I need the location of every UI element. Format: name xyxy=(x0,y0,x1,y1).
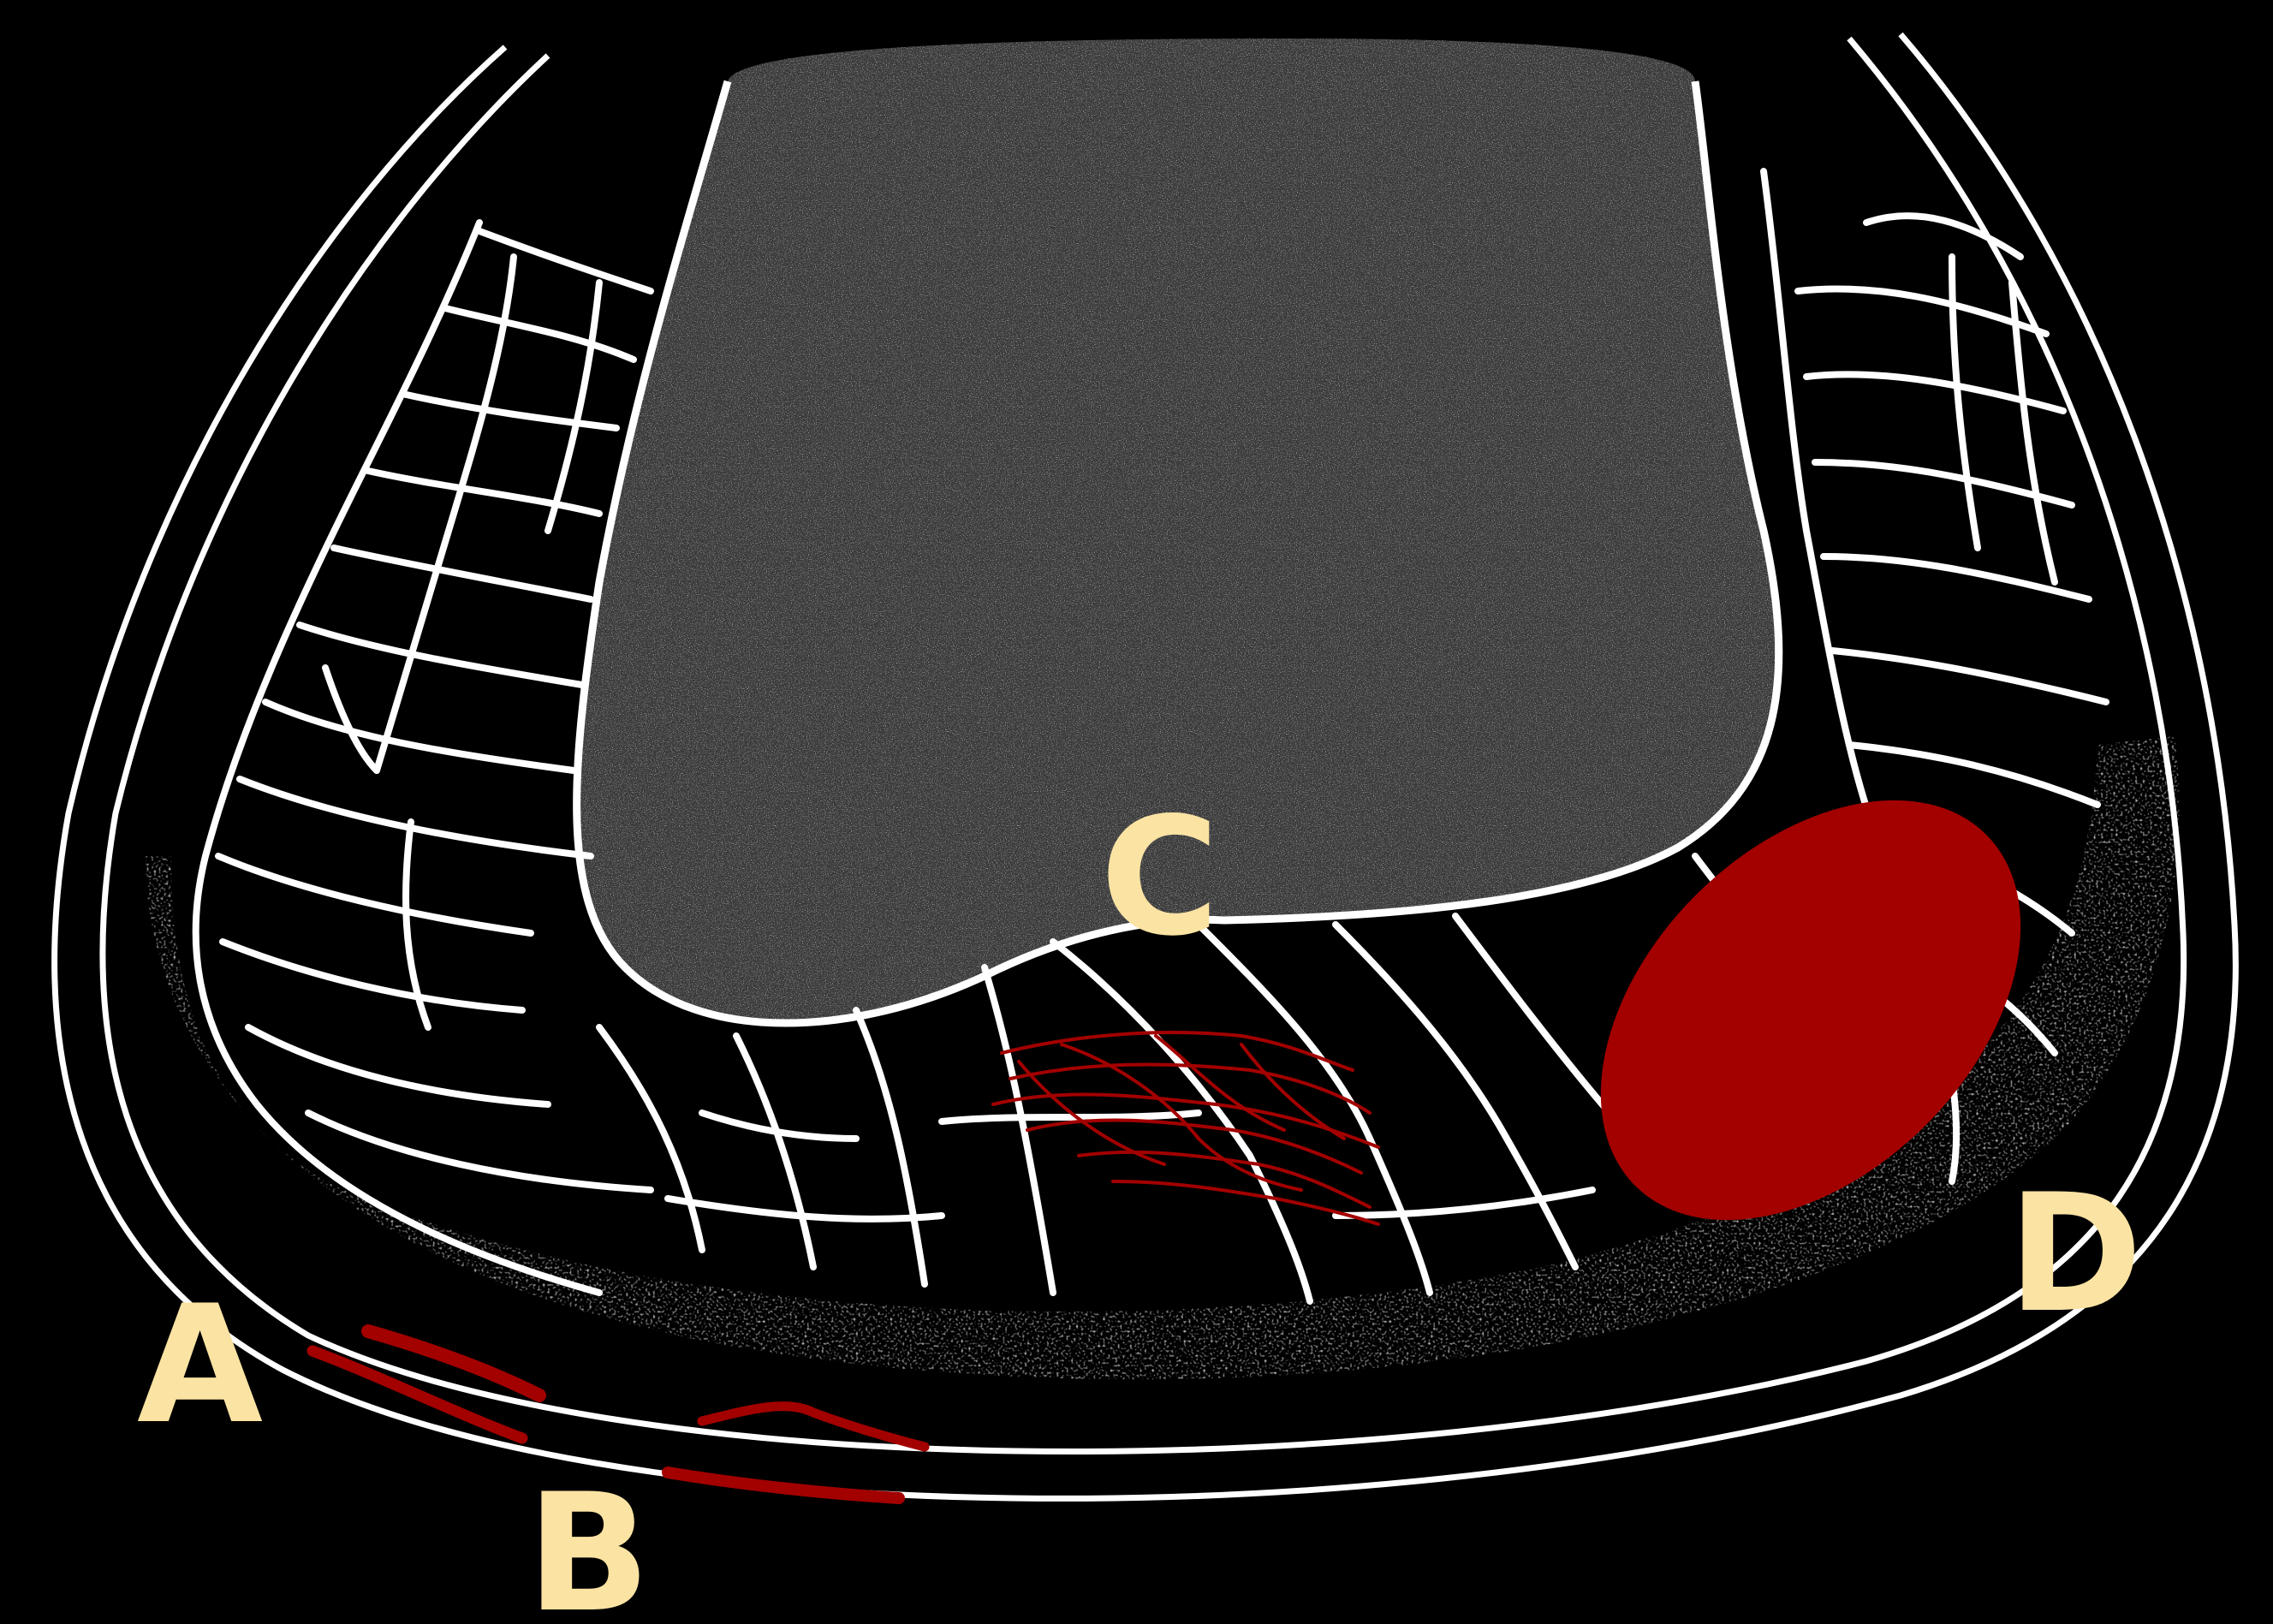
label-b: B xyxy=(527,1459,651,1624)
label-d: D xyxy=(2008,1159,2143,1348)
label-a: A xyxy=(137,1270,263,1460)
label-c: C xyxy=(1100,782,1219,972)
lesion-streak-b2 xyxy=(668,1472,899,1498)
